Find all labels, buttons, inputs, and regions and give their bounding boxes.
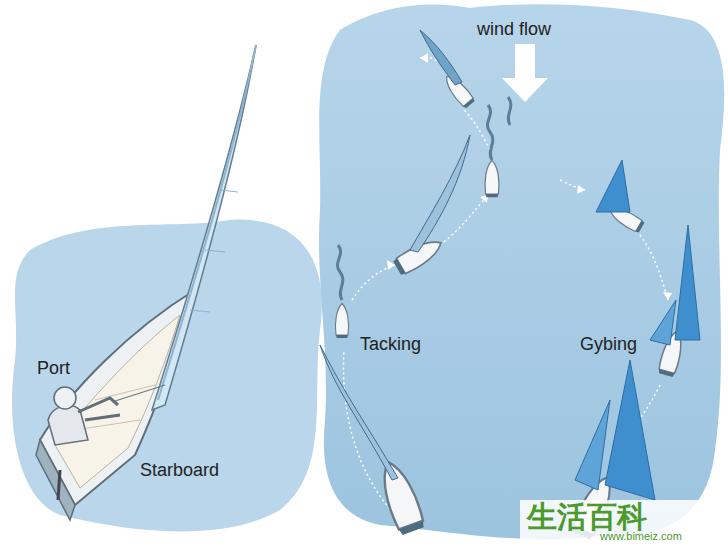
luffing-flag xyxy=(337,97,510,300)
watermark: www.bimeiz.com xyxy=(600,530,682,542)
maneuver-label: Gybing xyxy=(580,335,637,355)
maneuver-label: Tacking xyxy=(360,335,421,355)
wind-arrow xyxy=(502,44,548,102)
dinghy-illustration xyxy=(36,45,256,520)
watermark-patch xyxy=(520,500,728,546)
side-label: Port xyxy=(37,359,70,379)
boat-icon xyxy=(570,160,700,541)
course-line xyxy=(343,57,668,520)
watermark: 生活百科 xyxy=(527,500,647,533)
wind-label: wind flow xyxy=(477,20,551,40)
water-area xyxy=(319,4,724,539)
boat-icon xyxy=(320,30,499,536)
side-label: Starboard xyxy=(140,461,219,481)
